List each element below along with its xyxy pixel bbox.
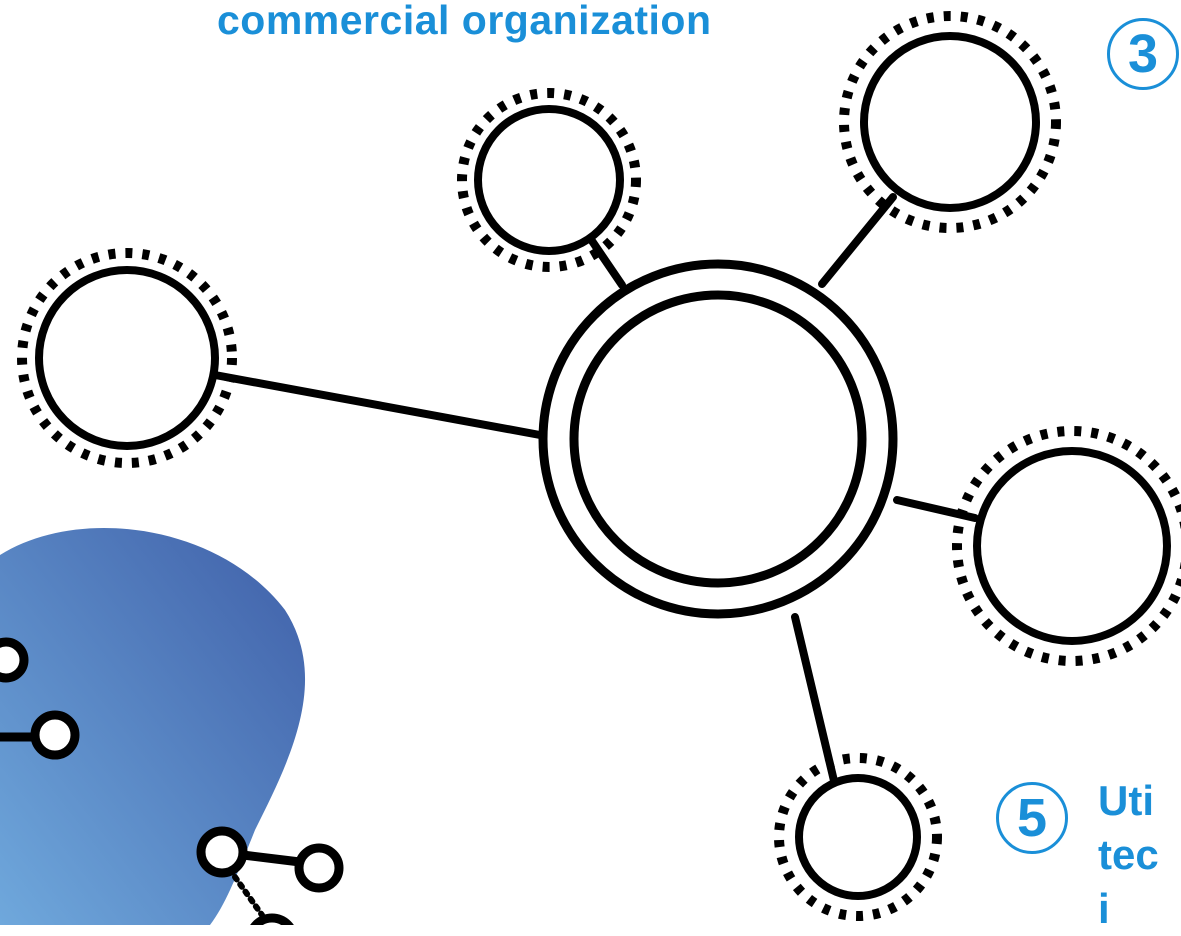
background-blob (0, 527, 306, 925)
satellite-node-top-right (839, 11, 1061, 233)
satellite-node-right (952, 426, 1181, 666)
mini-node (30, 710, 80, 760)
node-dashed-ring (952, 426, 1181, 666)
central-hub (538, 259, 898, 619)
step-5-label-line-3: i (1098, 885, 1110, 932)
step-5-label: Uti tec i (1098, 774, 1159, 936)
mini-network (0, 637, 344, 925)
step-5-label-line-1: Uti (1098, 777, 1154, 824)
hub-inner-ring (569, 290, 867, 588)
connector-line-top-right (818, 193, 897, 288)
step-badge-3: 3 (1107, 18, 1179, 90)
satellite-node-left (17, 248, 237, 468)
step-5-label-line-2: tec (1098, 831, 1159, 878)
satellite-node-bottom (774, 753, 942, 921)
node-dashed-ring (457, 88, 641, 272)
node-dashed-ring (839, 11, 1061, 233)
node-circle (973, 447, 1171, 645)
mini-node (294, 843, 344, 893)
node-dashed-ring (774, 753, 942, 921)
mini-node (250, 913, 294, 925)
mini-link (238, 850, 305, 867)
connector-line-left (211, 371, 544, 439)
mini-node (196, 826, 248, 878)
mini-node (0, 637, 29, 683)
heading-text: commercial organization (217, 0, 712, 43)
node-dashed-ring (17, 248, 237, 468)
node-circle (860, 32, 1040, 212)
node-circle (35, 266, 219, 450)
node-circle (795, 774, 921, 900)
mini-dotted-link (232, 874, 265, 918)
satellite-node-top-small (457, 88, 641, 272)
connector-line-bottom (791, 613, 839, 789)
connector-line-top-small (586, 234, 626, 289)
node-circle (474, 105, 624, 255)
step-badge-5: 5 (996, 782, 1068, 854)
